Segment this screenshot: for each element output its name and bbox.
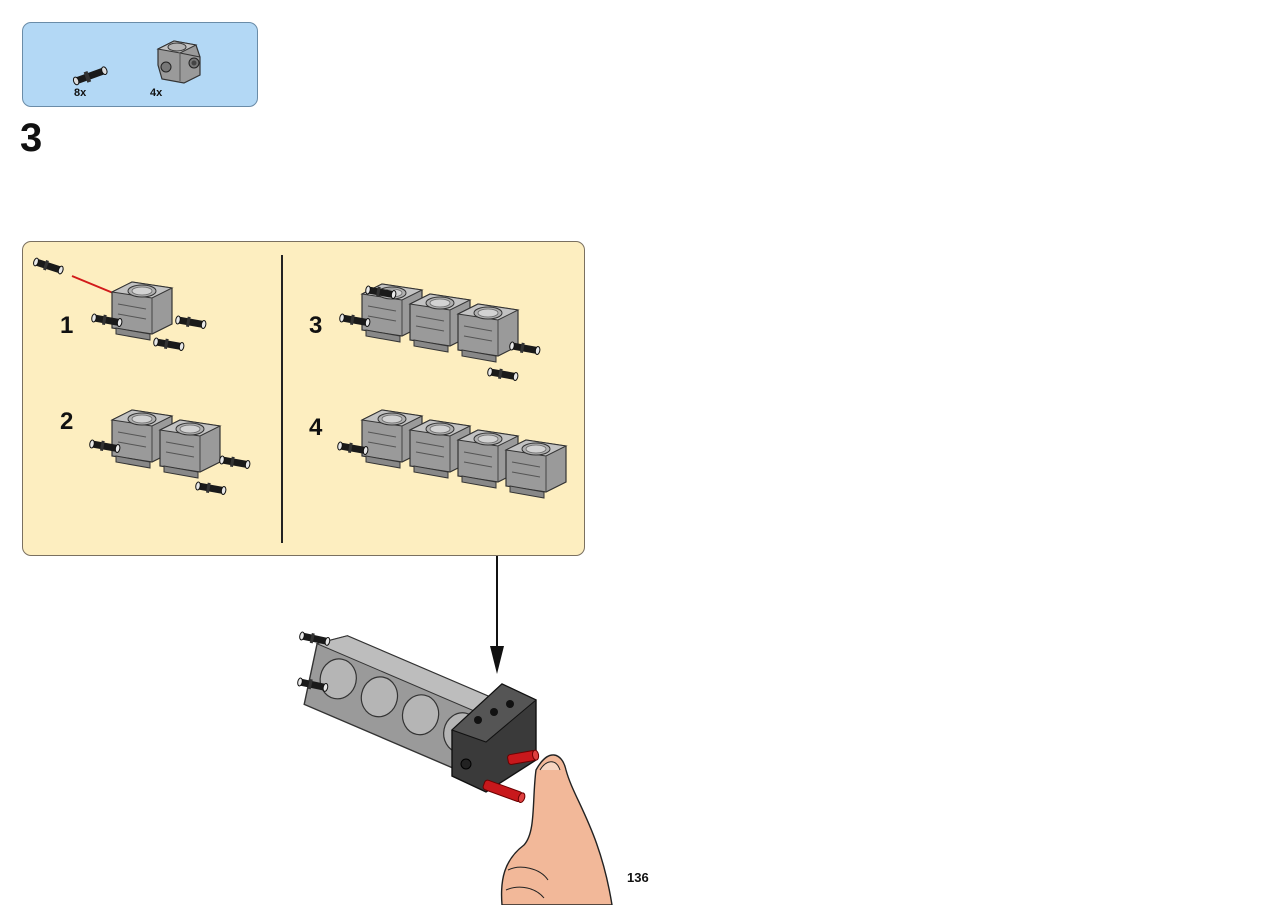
- part-quantity-pin: 8x: [74, 87, 87, 99]
- callout-divider: [281, 255, 283, 543]
- main-assembly-illustration: [296, 630, 540, 803]
- substep-3-illustration: [338, 283, 542, 383]
- substep-number-1: 1: [60, 312, 74, 339]
- substep-1-illustration: [31, 256, 208, 353]
- substep-number-3: 3: [309, 312, 323, 339]
- substep-2-illustration: [88, 409, 252, 497]
- parts-list-callout: 8x 4x: [22, 22, 258, 107]
- substep-4-illustration: [336, 409, 567, 499]
- step-number: 3: [20, 116, 43, 160]
- attach-arrow-head: [490, 646, 504, 674]
- substep-number-2: 2: [60, 408, 74, 435]
- hand-illustration: [500, 754, 613, 905]
- engine-block-icon: [156, 40, 201, 84]
- substep-number-4: 4: [309, 414, 323, 441]
- axle-pin-icon: [72, 66, 108, 86]
- page-number: 136: [627, 870, 649, 885]
- part-quantity-block: 4x: [150, 87, 163, 99]
